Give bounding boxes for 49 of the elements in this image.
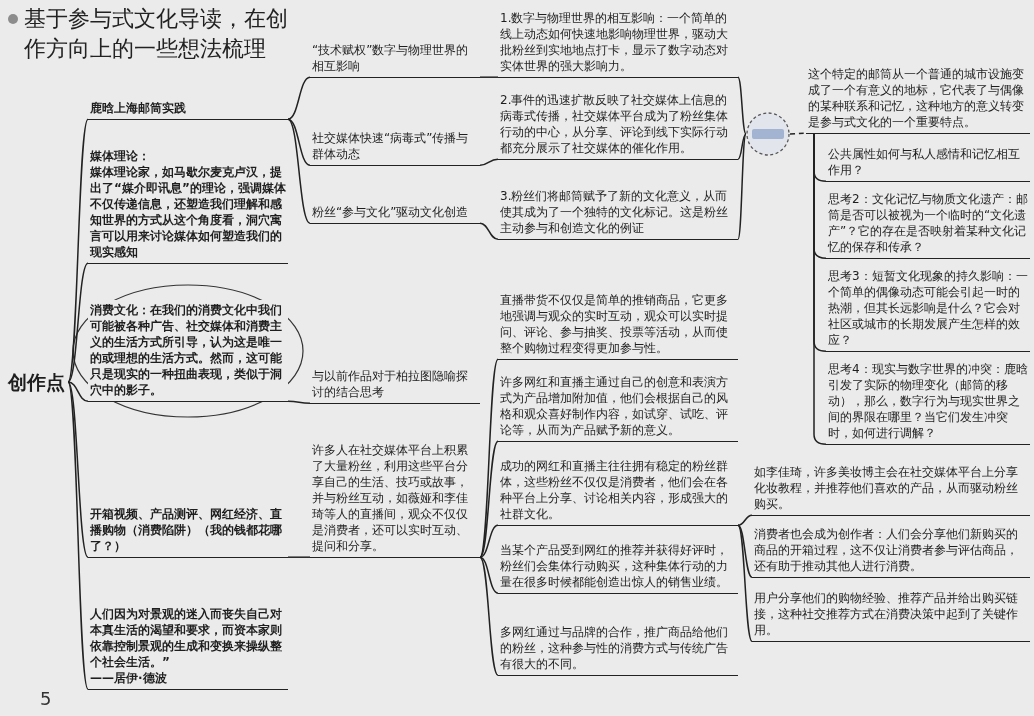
topic-label: 如李佳琦，许多美妆博主会在社交媒体平台上分享化妆教程，并推荐他们喜欢的产品，从而驱动粉丝购买。: [752, 462, 1030, 516]
connector: [737, 76, 747, 135]
connector: [813, 133, 827, 445]
connector: [479, 440, 499, 558]
dashed-connector: [789, 132, 807, 135]
topic-label: “技术赋权”数字与物理世界的相互影响: [310, 40, 480, 78]
title: 基于参与式文化导读，在创作方向上的一些想法梳理: [24, 5, 289, 63]
topic-body: 媒体理论家，如马歇尔麦克卢汉，提出了“媒介即讯息”的理论，强调媒体不仅传递信息，还塑造我们理解和感知世界的方式从这个角度看，洞穴寓言可以用来讨论媒体如何塑造我们的现实感知: [90, 164, 287, 260]
connector: [737, 133, 747, 160]
topic-label: 许多人在社交媒体平台上积累了大量粉丝，利用这些平台分享自己的生活、技巧或故事，并与粉丝互动，如薇娅和李佳琦等人的直播间，观众不仅仅是消费者，还可以实时互动、提问和分享。: [310, 440, 480, 558]
branch-topic: 鹿晗上海邮筒实践: [88, 98, 288, 120]
connector: [67, 262, 89, 383]
topic-label: 社交媒体快速“病毒式”传播与群体动态: [310, 128, 480, 166]
connector: [287, 556, 311, 558]
root-topic: 创作点: [6, 370, 68, 394]
topic-label: 多网红通过与品牌的合作，推广商品给他们的粉丝，这种参与性的消费方式与传统广告有很大的不同。: [498, 622, 738, 676]
connector: [479, 222, 499, 240]
topic-label: 思考4：现实与数字世界的冲突：鹿晗引发了实际的物理变化（邮筒的移动），那么，数字行为与现实世界之间的界限在哪里？当它们发生冲突时，如何进行调解？: [826, 359, 1030, 445]
topic-label: 2.事件的迅速扩散反映了社交媒体上信息的病毒式传播，社交媒体平台成为了粉丝集体行动的中心，从分享、评论到线下实际行动都充分展示了社交媒体的催化作用。: [498, 90, 738, 160]
connector: [287, 118, 311, 224]
quote-text: 人们因为对景观的迷入而丧失自己对本真生活的渴望和要求，而资本家则依靠控制景观的生成和变换来操纵整个社会生活。”: [90, 606, 283, 670]
connector: [737, 133, 747, 240]
connector: [67, 381, 89, 558]
connector: [737, 524, 753, 578]
connector: [479, 524, 499, 558]
connector: [287, 76, 311, 120]
connector: [479, 76, 499, 78]
topic-label: 3.粉丝们将邮筒赋予了新的文化意义，从而使其成为了一个独特的文化标记。这是粉丝主动参与和创造文化的例证: [498, 186, 738, 240]
connector: [479, 556, 499, 676]
branch-topic: 开箱视频、产品测评、网红经济、直播购物（消费陷阱）（我的钱都花哪了？）: [88, 504, 288, 558]
connector: [737, 524, 753, 642]
connector: [737, 514, 753, 526]
topic-heading: 媒体理论：: [90, 148, 151, 164]
quote-attribution: ——居伊·德波: [90, 670, 168, 686]
topic-label: 成功的网红和直播主往往拥有稳定的粉丝群体，这些粉丝不仅仅是消费者，他们会在各种平台上分享、讨论相关内容，形成强大的社群文化。: [498, 456, 738, 526]
topic-label: 消费者也会成为创作者：人们会分享他们新购买的商品的开箱过程，这不仅让消费者参与评估商品，还有助于推动其他人进行消费。: [752, 524, 1030, 578]
branch-topic: 消费文化：在我们的消费文化中我们可能被各种广告、社交媒体和消费主义的生活方式所引导，认为这是唯一的或理想的生活方式。然而，这可能只是现实的一种扭曲表现，类似于洞穴中的影子。: [88, 300, 288, 402]
page-number: 5: [40, 688, 52, 709]
connector: [67, 381, 89, 402]
topic-label: 直播带货不仅仅是简单的推销商品，它更多地强调与观众的实时互动，观众可以实时提问、评论、参与抽奖、投票等活动，从而使整个购物过程变得更加参与性。: [498, 290, 738, 360]
connector: [479, 556, 499, 594]
dashed-circle: [746, 112, 790, 156]
topic-label: 许多网红和直播主通过自己的创意和表演方式为产品增加附加值，他们会根据自己的风格和观众喜好制作内容，如试穿、试吃、评论等，从而为产品赋予新的意义。: [498, 372, 738, 442]
connector: [287, 400, 311, 404]
connector: [287, 118, 311, 166]
connector: [479, 158, 499, 166]
topic-label: 这个特定的邮筒从一个普通的城市设施变成了一个有意义的地标，它代表了与偶像的某种联系和记忆，这种地方的意义转变是参与式文化的一个重要特点。: [806, 64, 1030, 134]
topic-label: 用户分享他们的购物经验、推荐产品并给出购买链接，这种社交推荐方式在消费决策中起到了关键作用。: [752, 588, 1030, 642]
topic-label: 1.数字与物理世界的相互影响：一个简单的线上动态如何快速地影响物理世界，驱动大批粉丝到实地地点打卡，显示了数字动态对实体世界的强大影响力。: [498, 8, 738, 78]
